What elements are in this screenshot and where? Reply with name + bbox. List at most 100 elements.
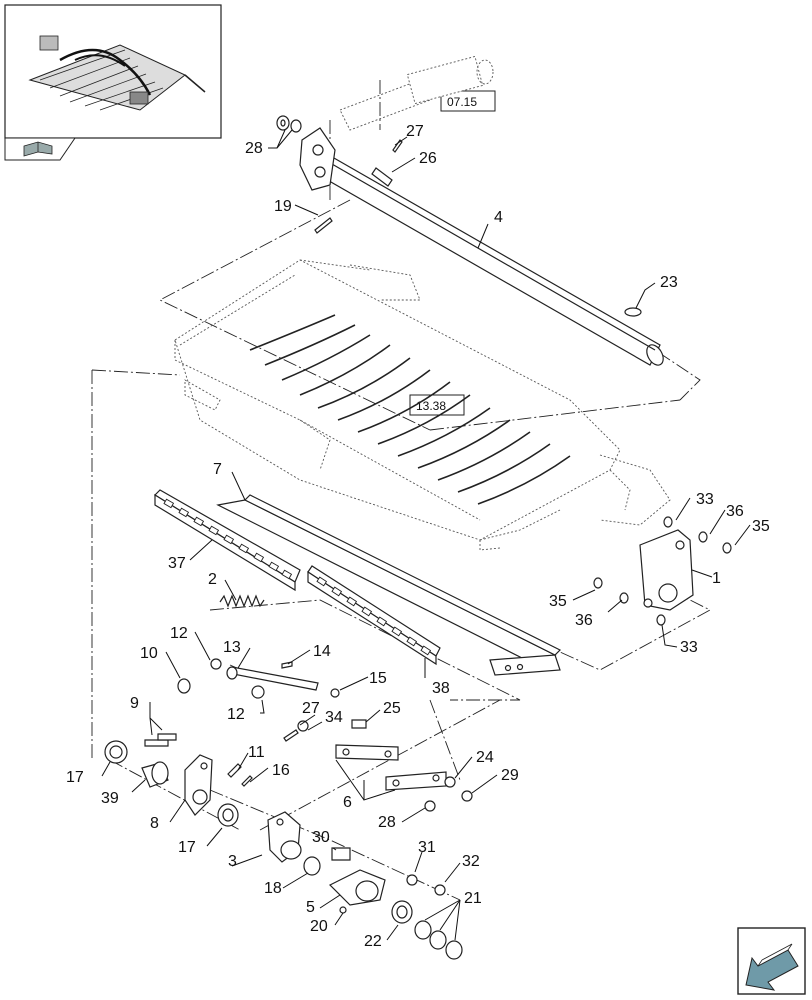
side-plate[interactable] <box>639 529 694 611</box>
washer[interactable] <box>276 115 290 131</box>
callout-16: 16 <box>272 762 290 779</box>
nut[interactable] <box>330 688 340 698</box>
washer[interactable] <box>444 776 456 788</box>
washer[interactable] <box>698 531 708 543</box>
pickup-tines <box>249 314 571 505</box>
book-icon <box>23 141 53 157</box>
callout-6: 6 <box>343 794 352 811</box>
callout-36: 36 <box>726 503 744 520</box>
washer[interactable] <box>424 800 436 812</box>
bolt[interactable] <box>144 739 169 747</box>
callout-7: 7 <box>213 461 222 478</box>
callout-15: 15 <box>369 670 387 687</box>
callout-9: 9 <box>130 695 139 712</box>
bolt[interactable] <box>351 719 367 729</box>
washer[interactable] <box>210 658 222 670</box>
strip-slots <box>316 576 432 656</box>
callout-38: 38 <box>432 680 450 697</box>
bushing[interactable] <box>177 678 191 694</box>
pin[interactable] <box>371 167 393 187</box>
callout-31: 31 <box>418 839 436 856</box>
bushing[interactable] <box>251 685 265 699</box>
callout-39: 39 <box>101 790 119 807</box>
roller[interactable] <box>141 761 169 788</box>
nut[interactable] <box>593 577 603 589</box>
callout-29: 29 <box>501 767 519 784</box>
screw[interactable] <box>241 775 253 787</box>
grease-nipple[interactable] <box>339 906 347 914</box>
callout-33: 33 <box>680 639 698 656</box>
washer[interactable] <box>391 900 413 924</box>
slotted-strip[interactable] <box>154 489 301 592</box>
callout-21: 21 <box>464 890 482 907</box>
callout-30: 30 <box>312 829 330 846</box>
callout-25: 25 <box>383 700 401 717</box>
cylinder-actuator[interactable] <box>339 55 494 131</box>
callout-35: 35 <box>549 593 567 610</box>
callout-28: 28 <box>245 140 263 157</box>
callout-4: 4 <box>494 209 503 226</box>
washer[interactable] <box>297 720 309 732</box>
pivot-arm[interactable] <box>184 754 213 816</box>
screw[interactable] <box>227 763 242 778</box>
washer[interactable] <box>290 119 302 133</box>
callout-23: 23 <box>660 274 678 291</box>
bearing-arm[interactable] <box>267 811 302 863</box>
key[interactable] <box>624 307 642 317</box>
callout-26: 26 <box>419 150 437 167</box>
spring[interactable] <box>219 594 265 608</box>
bearing-housing[interactable] <box>328 869 386 906</box>
strip-slots <box>163 498 293 580</box>
washer[interactable] <box>217 803 239 827</box>
overview-tab[interactable] <box>4 137 76 161</box>
overview-thumbnail[interactable] <box>4 4 222 139</box>
callout-36: 36 <box>575 612 593 629</box>
roll-pin[interactable] <box>314 217 333 234</box>
nut[interactable] <box>434 884 446 896</box>
washer[interactable] <box>104 740 128 764</box>
ghost-pickup-frame <box>174 259 671 551</box>
reference-label: 07.15 <box>447 95 477 109</box>
next-page-button[interactable] <box>737 927 806 995</box>
circlip-set[interactable] <box>414 920 463 960</box>
callout-12: 12 <box>227 706 245 723</box>
callout-37: 37 <box>168 555 186 572</box>
overview-machine-sketch <box>28 35 206 111</box>
callout-2: 2 <box>208 571 217 588</box>
callout-20: 20 <box>310 918 328 935</box>
callout-24: 24 <box>476 749 494 766</box>
reference-box-07-15[interactable]: 07.15 <box>440 90 496 112</box>
nut[interactable] <box>722 542 732 554</box>
callout-13: 13 <box>223 639 241 656</box>
callout-11: 11 <box>248 744 265 761</box>
bolt[interactable] <box>331 847 351 861</box>
clamp-plate[interactable] <box>335 744 399 761</box>
scraper-rail[interactable] <box>216 494 562 676</box>
callout-14: 14 <box>313 643 331 660</box>
shaft[interactable] <box>309 149 667 368</box>
leader-lines <box>101 129 751 941</box>
callout-33: 33 <box>696 491 714 508</box>
nut[interactable] <box>461 790 473 802</box>
bolt[interactable] <box>663 516 673 528</box>
callout-34: 34 <box>325 709 343 726</box>
circlip[interactable] <box>303 856 321 876</box>
bolt[interactable] <box>157 733 177 741</box>
callout-22: 22 <box>364 933 382 950</box>
washer[interactable] <box>619 592 629 604</box>
arm-bracket[interactable] <box>299 127 336 191</box>
bolt[interactable] <box>656 614 666 626</box>
slotted-strip[interactable] <box>307 565 441 666</box>
arrow-icon <box>745 943 799 991</box>
link-rod[interactable] <box>226 666 319 691</box>
callout-18: 18 <box>264 880 282 897</box>
washer[interactable] <box>406 874 418 886</box>
screw[interactable] <box>283 729 299 742</box>
clamp-plate[interactable] <box>385 771 447 791</box>
callout-10: 10 <box>140 645 158 662</box>
callout-3: 3 <box>228 853 237 870</box>
callout-19: 19 <box>274 198 292 215</box>
reference-label: 13.38 <box>416 399 446 413</box>
callout-12: 12 <box>170 625 188 642</box>
